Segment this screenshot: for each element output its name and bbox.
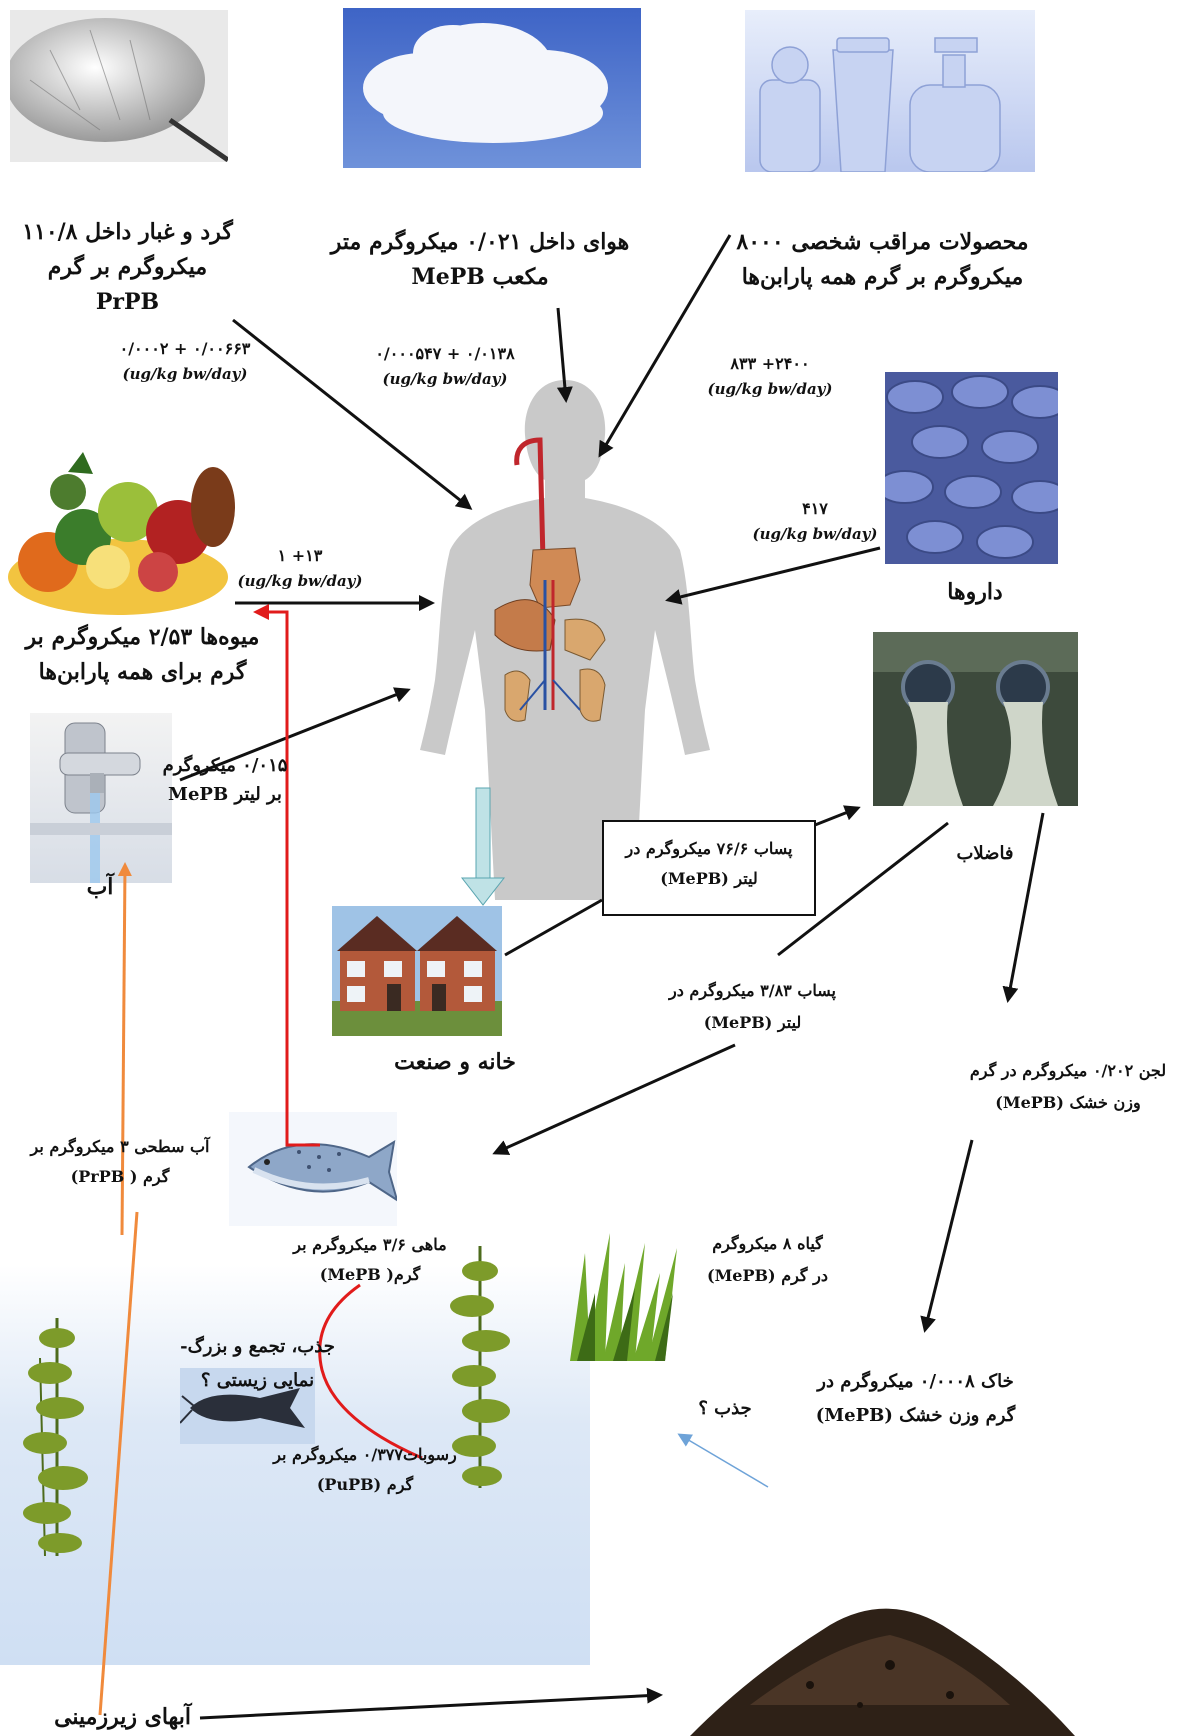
air-label: هوای داخل ۰/۰۲۱ میکروگرم متر مکعب MePB: [325, 225, 635, 295]
line-house-effluent: [505, 900, 602, 955]
line-groundwater-surface: [100, 1212, 137, 1715]
arrow-effluent2-fish: [495, 1045, 735, 1153]
dust-label: گرد و غبار داخل ۱۱۰/۸ میکروگرم بر گرم Pr…: [15, 215, 240, 321]
arrow-air-body: [558, 308, 566, 400]
uptake-label: جذب ؟: [685, 1395, 765, 1424]
fish-label: ماهی ۳/۶ میکروگرم بر گرم( MePB): [275, 1230, 465, 1291]
arrow-soil-plant: [680, 1435, 768, 1487]
arrow-fish-fruits: [256, 612, 320, 1145]
groundwater-label: آبهای زیرزمینی: [35, 1700, 210, 1735]
water-label: آب: [80, 870, 120, 905]
wastewater-label: فاضلاب: [945, 840, 1025, 869]
personal-care-rate: ۸۳۳ +۲۴۰۰ (ug/kg bw/day): [690, 350, 850, 403]
soil-label: خاک ۰/۰۰۰۸ میکروگرم در گرم وزن خشک (MePB…: [808, 1365, 1023, 1433]
drugs-label: داروها: [930, 575, 1020, 610]
dust-rate: ۰/۰۰۰۲ + ۰/۰۰۶۶۳ (ug/kg bw/day): [95, 335, 275, 388]
bioaccumulation-arc: [320, 1285, 422, 1458]
air-rate: ۰/۰۰۰۵۴۷ + ۰/۰۱۳۸ (ug/kg bw/day): [355, 340, 535, 393]
sludge-label: لجن ۰/۲۰۲ میکروگرم در گرم وزن خشک (MePB): [958, 1055, 1178, 1119]
effluent-2-label: پساب ۳/۸۳ میکروگرم در لیتر (MePB): [660, 975, 845, 1039]
arrow-effluent-wastewater: [815, 808, 858, 825]
fruits-rate: ۱ +۱۳ (ug/kg bw/day): [230, 542, 370, 595]
home-industry-label: خانه و صنعت: [380, 1045, 530, 1080]
effluent-1-box: پساب ۷۶/۶ میکروگرم در لیتر (MePB): [602, 820, 816, 916]
sediment-label: رسوبات۰/۳۷۷ میکروگرم بر گرم (PuPB): [270, 1440, 460, 1501]
personal-care-label: محصولات مراقب شخصی ۸۰۰۰ میکروگرم بر گرم …: [735, 225, 1030, 295]
fruits-label: میوه‌ها ۲/۵۳ میکروگرم بر گرم برای همه پا…: [20, 620, 265, 690]
drugs-rate-unit: (ug/kg bw/day): [740, 522, 890, 548]
arrow-drugs-body: [668, 548, 880, 600]
water-value: ۰/۰۱۵ میکروگرم بر لیتر MePB: [155, 752, 295, 810]
air-rate-unit: (ug/kg bw/day): [355, 367, 535, 393]
personal-care-rate-value: ۸۳۳ +۲۴۰۰: [690, 350, 850, 377]
drugs-rate-value: ۴۱۷: [740, 495, 890, 522]
dust-rate-unit: (ug/kg bw/day): [95, 362, 275, 388]
drugs-rate: ۴۱۷ (ug/kg bw/day): [740, 495, 890, 548]
plant-label: گیاه ۸ میکروگرم در گرم (MePB): [705, 1228, 830, 1292]
bioaccumulation-label: جذب، تجمع و بزرگ-نمایی زیستی ؟: [180, 1330, 335, 1398]
fruits-rate-value: ۱ +۱۳: [230, 542, 370, 569]
surface-water-label: آب سطحی ۳ میکروگرم بر گرم ( PrPB): [25, 1132, 215, 1193]
arrow-groundwater-soil: [200, 1695, 660, 1718]
arrow-sludge-soil: [925, 1140, 972, 1330]
effluent-1-label: پساب ۷۶/۶ میکروگرم در لیتر (MePB): [614, 834, 804, 895]
personal-care-rate-unit: (ug/kg bw/day): [690, 377, 850, 403]
air-rate-value: ۰/۰۰۰۵۴۷ + ۰/۰۱۳۸: [355, 340, 535, 367]
fruits-rate-unit: (ug/kg bw/day): [230, 569, 370, 595]
dust-rate-value: ۰/۰۰۰۲ + ۰/۰۰۶۶۳: [95, 335, 275, 362]
arrow-body-home: [462, 788, 504, 905]
